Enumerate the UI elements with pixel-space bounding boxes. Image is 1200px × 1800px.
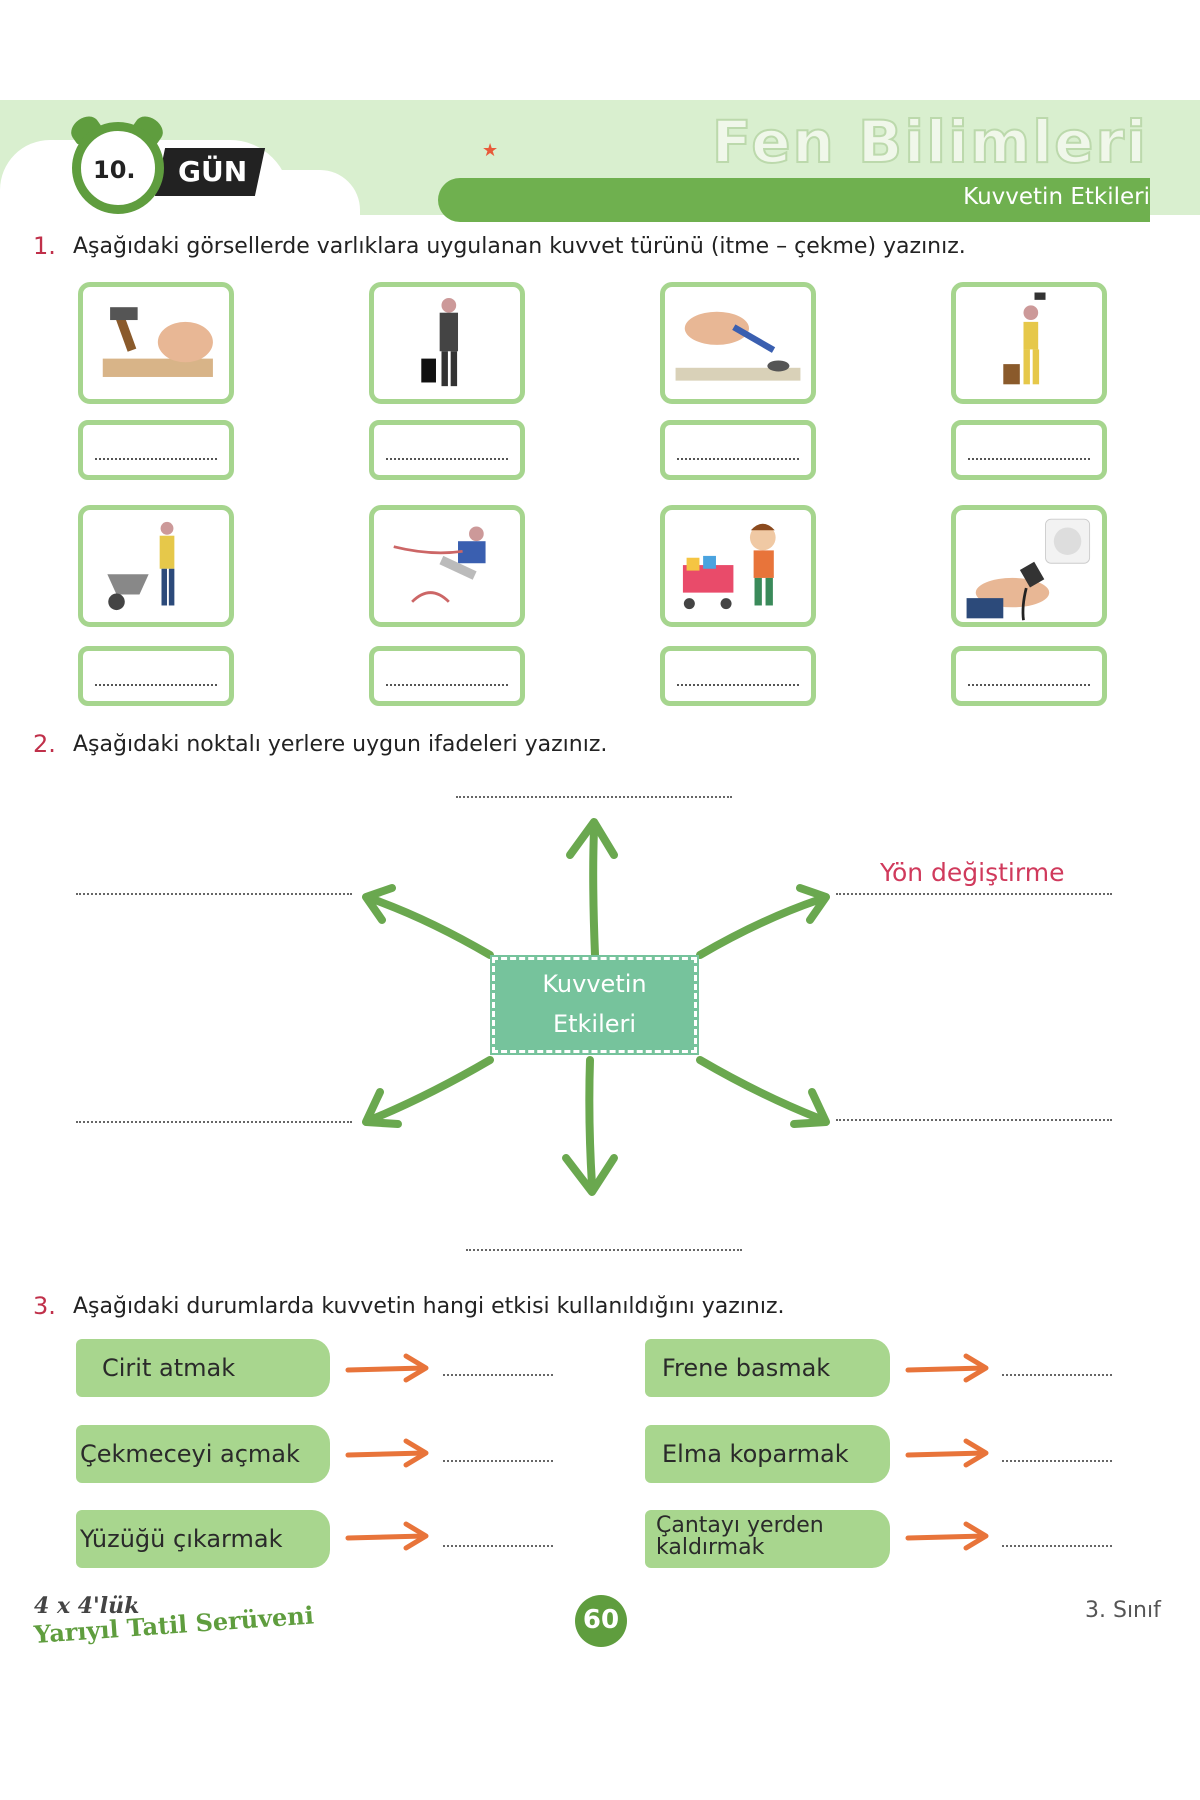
axe-man-icon bbox=[951, 282, 1107, 404]
arrow-diagram bbox=[362, 818, 830, 1196]
day-number: 10. bbox=[93, 156, 136, 184]
situation-chip bbox=[76, 1339, 330, 1397]
orange-arrows bbox=[345, 1353, 989, 1551]
answer-line-top[interactable] bbox=[456, 796, 732, 798]
situation-chip bbox=[645, 1510, 890, 1568]
subject-title: Fen Bilimleri bbox=[711, 107, 1148, 177]
question-1-number: 1. bbox=[33, 232, 56, 260]
rope-pull-icon bbox=[369, 505, 525, 627]
answer-box[interactable] bbox=[369, 646, 525, 706]
shopping-cart-icon bbox=[660, 505, 816, 627]
page-number: 60 bbox=[582, 1605, 620, 1635]
situation-chip bbox=[76, 1425, 330, 1483]
question-3-text: Aşağıdaki durumlarda kuvvetin hangi etki… bbox=[73, 1294, 785, 1319]
situation-chip bbox=[645, 1425, 890, 1483]
situation-label: Elma koparmak bbox=[662, 1440, 849, 1468]
star-icon: ★ bbox=[482, 140, 499, 161]
page-number-badge bbox=[575, 1595, 627, 1647]
answer-box[interactable] bbox=[951, 646, 1107, 706]
situation-chip bbox=[76, 1510, 330, 1568]
alarm-clock-icon bbox=[72, 122, 164, 214]
brand-line1: 4 x 4'lük bbox=[34, 1593, 140, 1619]
question-3-number: 3. bbox=[33, 1292, 56, 1320]
q3-answer-line[interactable] bbox=[443, 1545, 553, 1547]
plug-icon bbox=[951, 505, 1107, 627]
situation-chip bbox=[645, 1339, 890, 1397]
q3-answer-line[interactable] bbox=[1002, 1460, 1112, 1462]
answer-line-upper-left[interactable] bbox=[76, 893, 352, 895]
question-2-number: 2. bbox=[33, 730, 56, 758]
q3-answer-line[interactable] bbox=[1002, 1374, 1112, 1376]
answer-line-lower-right[interactable] bbox=[836, 1119, 1112, 1121]
center-label-line2: Etkileri bbox=[552, 1010, 637, 1038]
wheelbarrow-icon bbox=[78, 505, 234, 627]
center-box bbox=[490, 955, 699, 1055]
q3-answer-line[interactable] bbox=[443, 1460, 553, 1462]
answer-box[interactable] bbox=[660, 646, 816, 706]
q3-answer-line[interactable] bbox=[443, 1374, 553, 1376]
answer-box[interactable] bbox=[951, 420, 1107, 480]
answer-box[interactable] bbox=[78, 420, 234, 480]
question-1-text: Aşağıdaki görsellerde varlıklara uygulan… bbox=[73, 234, 966, 259]
topic-title: Kuvvetin Etkileri bbox=[963, 184, 1150, 210]
situation-label: Çantayı yerden kaldırmak bbox=[656, 1513, 824, 1560]
day-label: GÜN bbox=[178, 155, 248, 188]
answer-box[interactable] bbox=[369, 420, 525, 480]
situation-label: Yüzüğü çıkarmak bbox=[80, 1525, 283, 1553]
center-label-line1: Kuvvetin bbox=[542, 970, 647, 998]
question-2-text: Aşağıdaki noktalı yerlere uygun ifadeler… bbox=[73, 732, 608, 757]
answer-line-upper-right[interactable] bbox=[836, 893, 1112, 895]
answer-box[interactable] bbox=[78, 646, 234, 706]
paintbrush-icon bbox=[660, 282, 816, 404]
situation-label: Frene basmak bbox=[662, 1354, 831, 1382]
hammer-nail-icon bbox=[78, 282, 234, 404]
situation-label: Cirit atmak bbox=[102, 1354, 236, 1382]
q3-answer-line[interactable] bbox=[1002, 1545, 1112, 1547]
suitcase-man-icon bbox=[369, 282, 525, 404]
topic-bar bbox=[438, 178, 1150, 222]
grade-label: 3. Sınıf bbox=[1085, 1598, 1161, 1623]
situation-label: Çekmeceyi açmak bbox=[80, 1440, 300, 1468]
answer-box[interactable] bbox=[660, 420, 816, 480]
filled-answer: Yön değiştirme bbox=[880, 858, 1065, 887]
answer-line-bottom[interactable] bbox=[466, 1249, 742, 1251]
answer-line-lower-left[interactable] bbox=[76, 1121, 352, 1123]
